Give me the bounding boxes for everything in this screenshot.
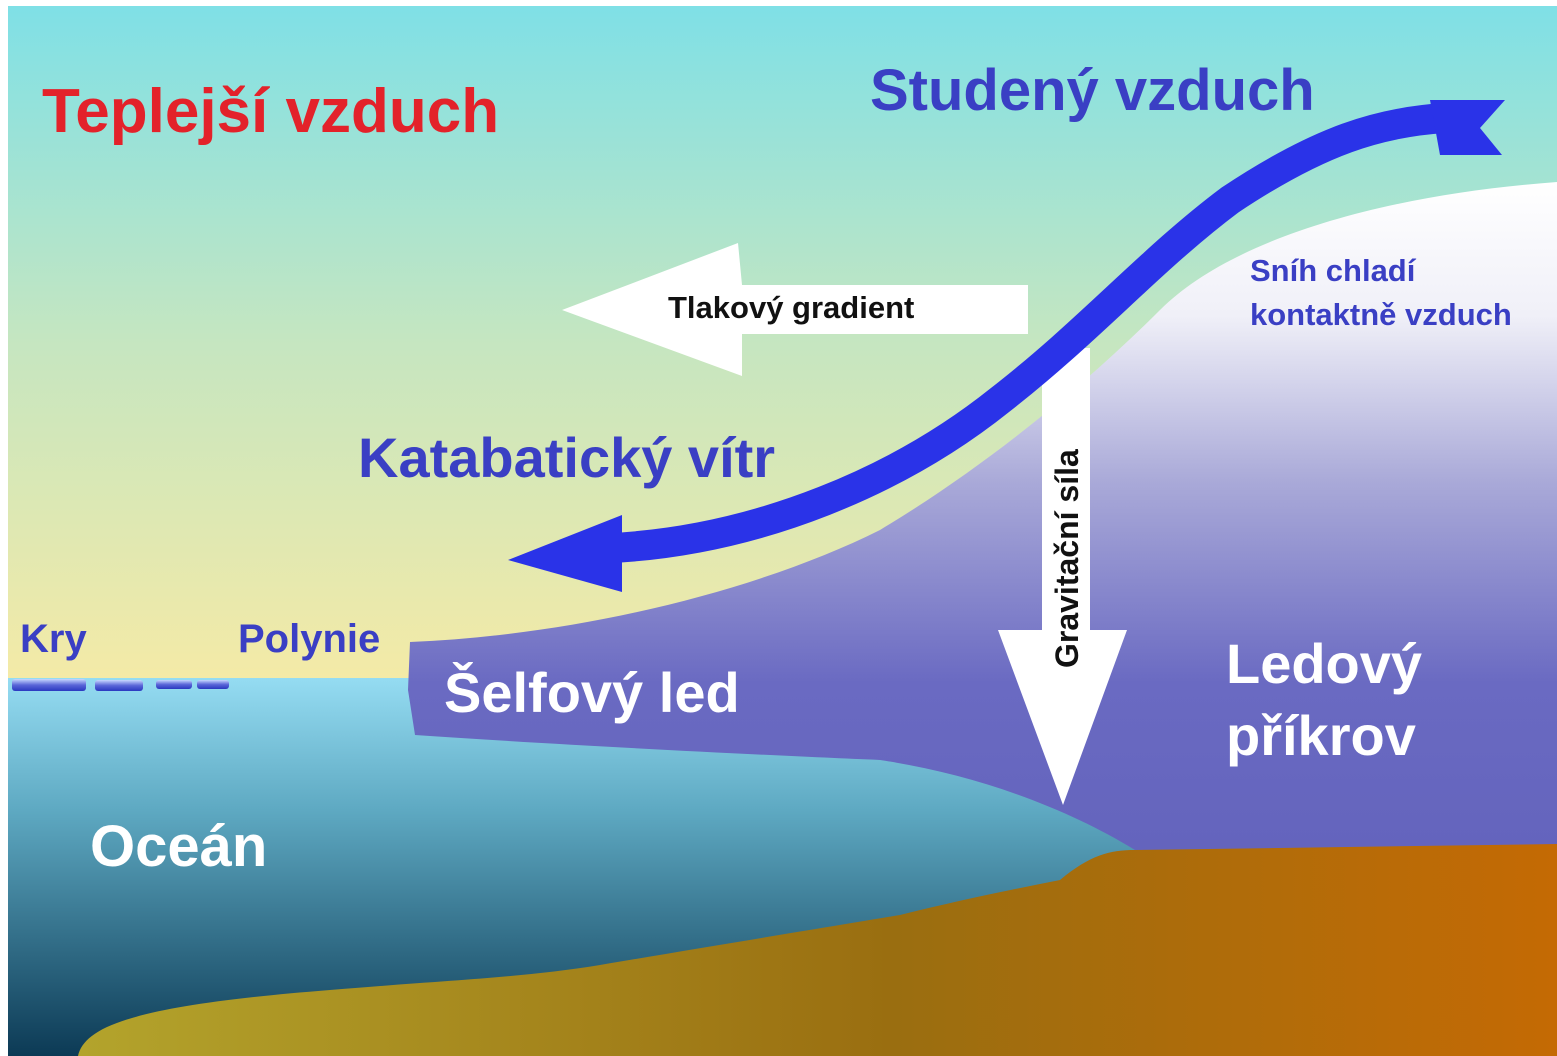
ice-sheet — [408, 182, 1557, 850]
wind-curve — [611, 103, 1446, 563]
katabatic-wind-label: Katabatický vítr — [358, 426, 775, 489]
ocean-label: Oceán — [90, 814, 267, 879]
pressure-gradient-arrow — [562, 243, 1028, 376]
floes-label: Kry — [20, 617, 87, 661]
polynya-label: Polynie — [238, 617, 380, 661]
ice-floe — [12, 679, 86, 691]
warm-air-label: Teplejší vzduch — [42, 77, 499, 146]
katabatic-wind-arrow — [508, 100, 1505, 592]
ice-sheet-label-line2: příkrov — [1226, 704, 1416, 767]
wind-arrowhead-top — [1430, 100, 1505, 155]
gravity-arrow — [998, 348, 1127, 805]
ice-sheet-label-line1: Ledový — [1226, 632, 1422, 695]
snow-cools-label-line1: Sníh chladí — [1250, 253, 1417, 288]
cold-air-label: Studený vzduch — [870, 58, 1315, 123]
snow-cools-label-line2: kontaktně vzduch — [1250, 297, 1512, 332]
gravity-label: Gravitační síla — [1049, 449, 1085, 668]
ice-floe — [197, 680, 229, 689]
ice-floe — [95, 680, 143, 691]
ice-floe — [156, 680, 192, 689]
wind-arrowhead-bottom — [508, 515, 622, 592]
pressure-gradient-label: Tlakový gradient — [668, 290, 914, 325]
ice-floes — [12, 679, 229, 691]
bedrock — [78, 844, 1557, 1056]
ice-shelf-label: Šelfový led — [444, 661, 740, 724]
